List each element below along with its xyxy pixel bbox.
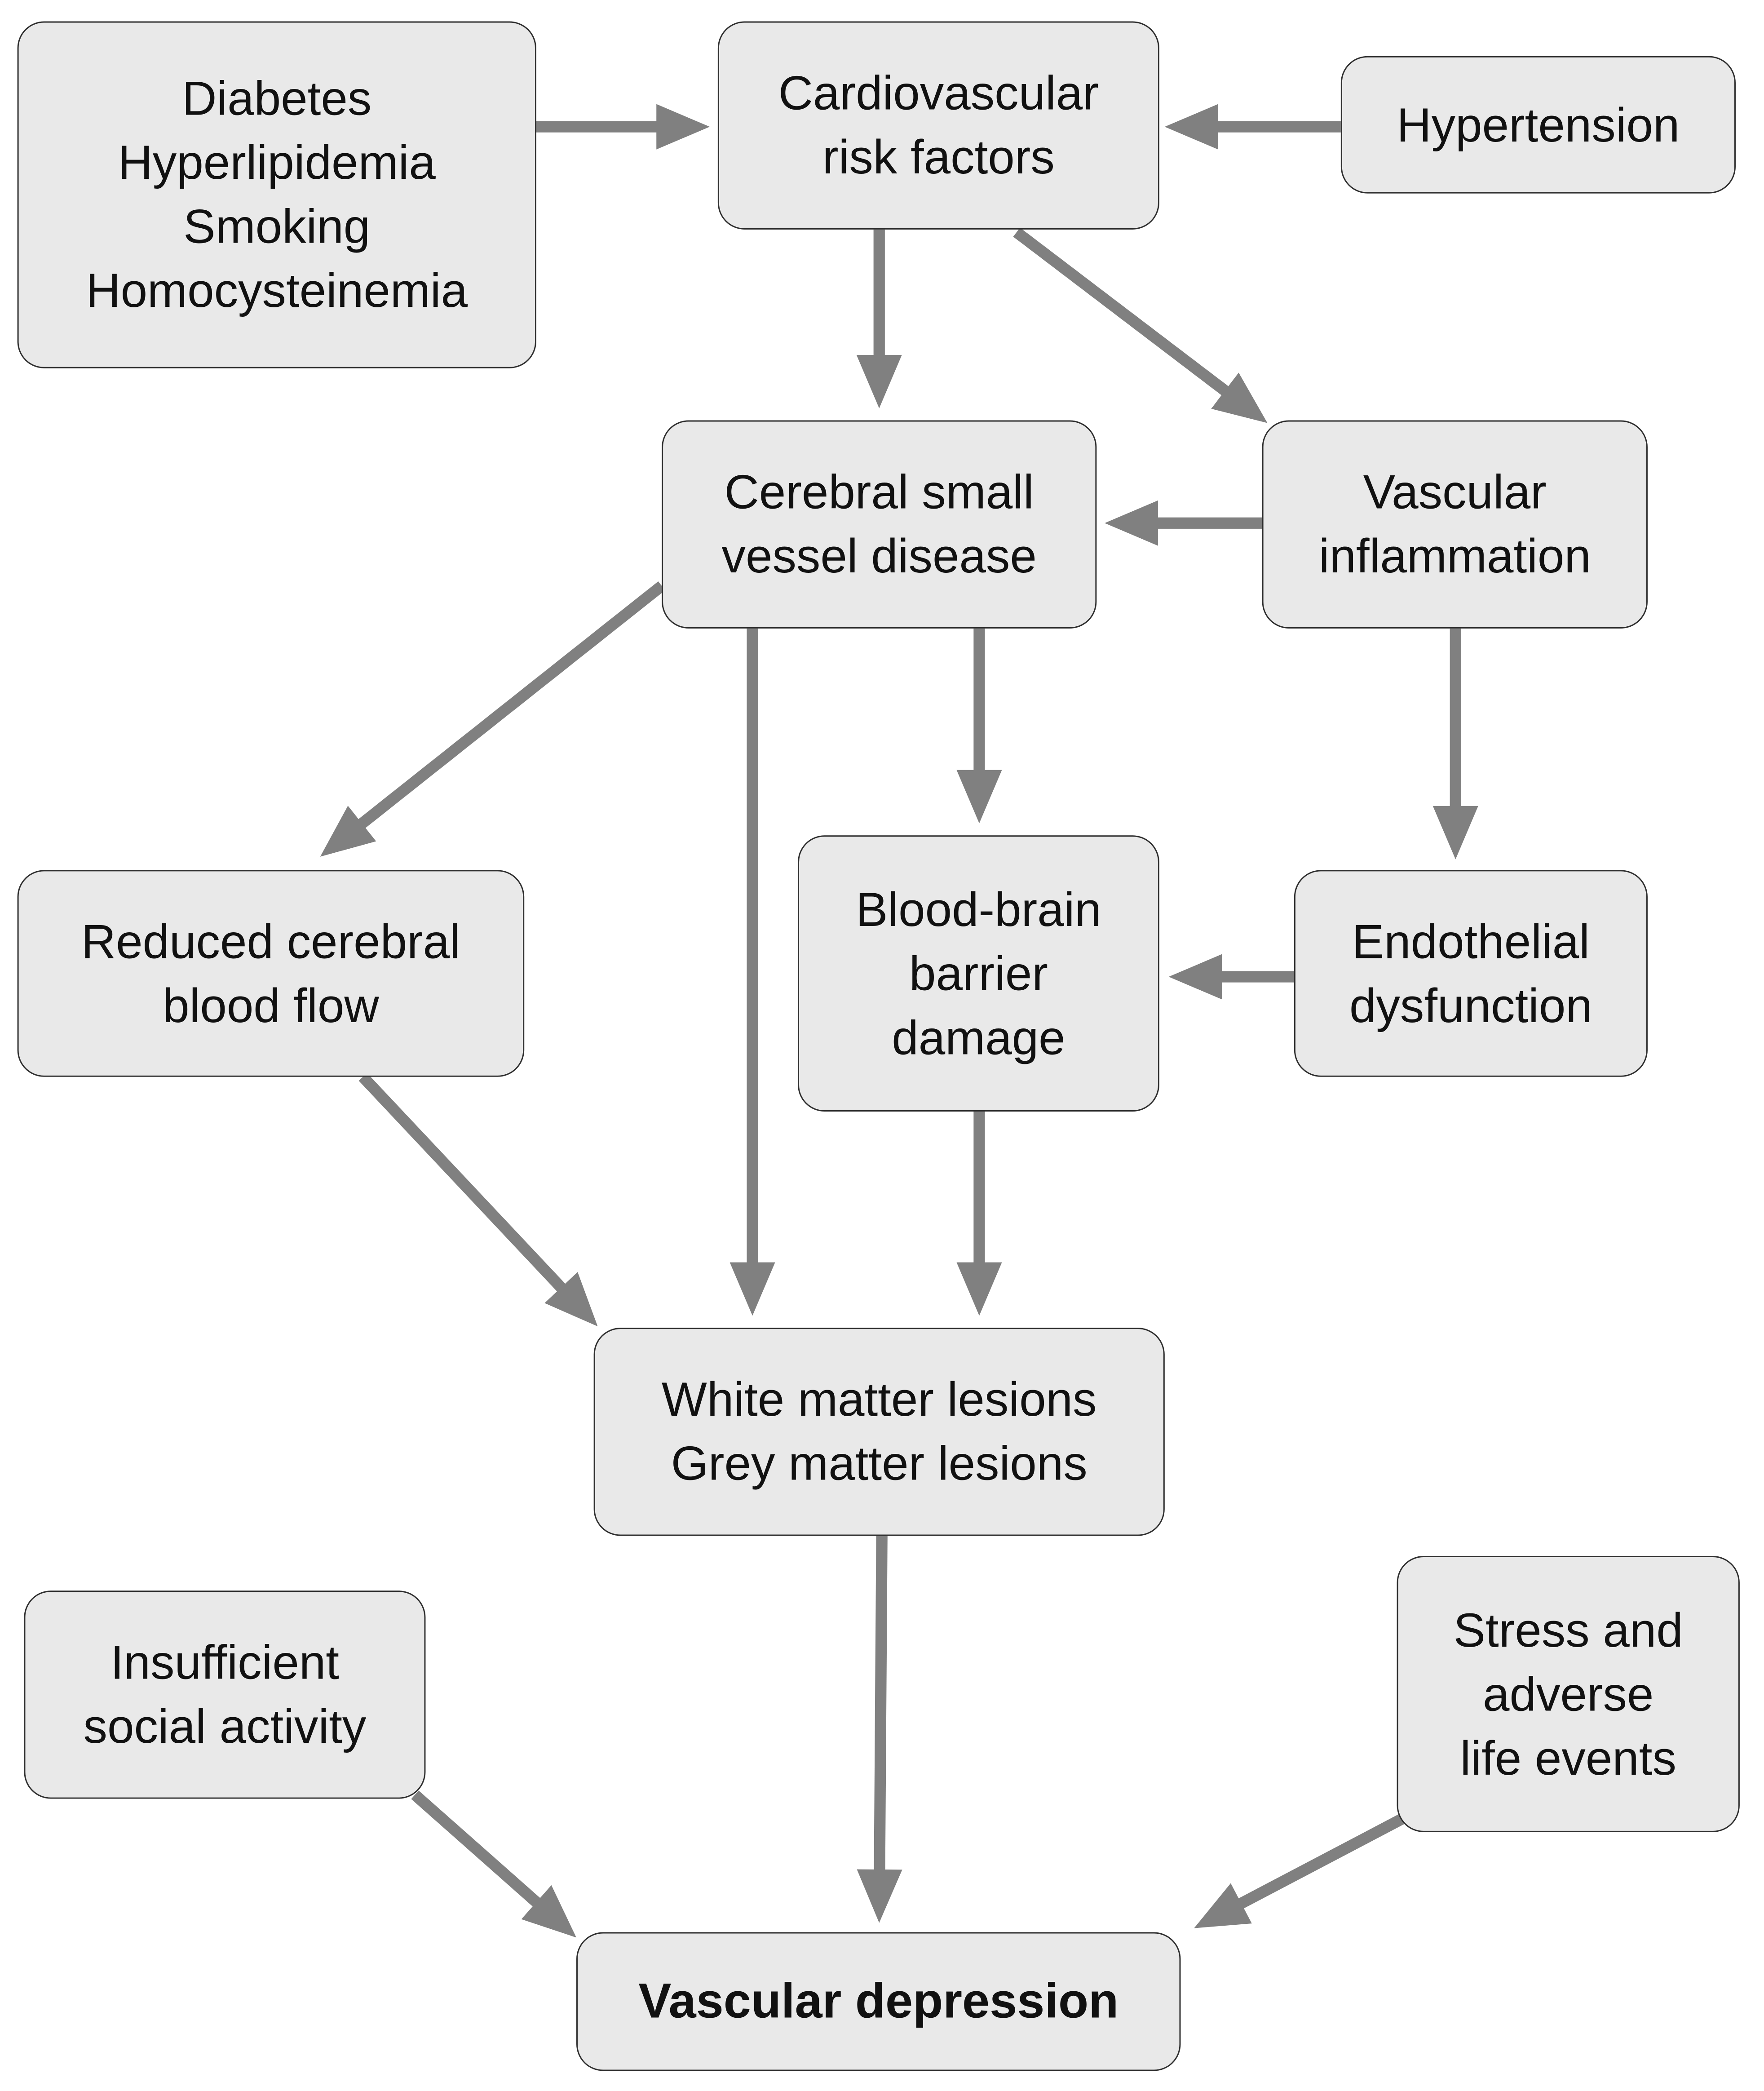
node-line: Endothelial bbox=[1352, 913, 1590, 968]
node-line: Cerebral small bbox=[724, 464, 1034, 519]
node-stress-adverse-life-events: Stress and adverse life events bbox=[1397, 1556, 1740, 1832]
node-line: White matter lesions bbox=[661, 1372, 1097, 1426]
node-hypertension: Hypertension bbox=[1340, 56, 1736, 194]
arrow-head bbox=[521, 1885, 577, 1938]
arrow-head bbox=[856, 355, 902, 408]
node-line: Vascular depression bbox=[638, 1973, 1119, 2029]
arrow-shaft bbox=[411, 1790, 542, 1909]
node-line: blood flow bbox=[163, 977, 379, 1032]
arrow-head bbox=[1105, 500, 1158, 546]
node-risk-list: Diabetes Hyperlipidemia Smoking Homocyst… bbox=[17, 21, 536, 368]
node-insufficient-social-activity: Insufficient social activity bbox=[24, 1590, 426, 1799]
arrow-csvd-to-lesions bbox=[729, 628, 775, 1316]
arrow-reduced-cbf-to-lesions bbox=[358, 1073, 598, 1327]
arrow-endothelial-to-bbb bbox=[1168, 954, 1294, 1000]
arrow-head bbox=[956, 770, 1002, 824]
arrow-cv-risk-to-vasc-inflam bbox=[1013, 227, 1268, 423]
node-line: inflammation bbox=[1318, 528, 1591, 583]
node-line: Blood-brain bbox=[856, 881, 1101, 936]
arrow-cv-risk-to-csvd bbox=[856, 229, 902, 408]
node-matter-lesions: White matter lesions Grey matter lesions bbox=[593, 1328, 1165, 1536]
arrow-head bbox=[729, 1262, 775, 1316]
arrow-risk-list-to-cv-risk bbox=[536, 104, 710, 150]
node-line: vessel disease bbox=[721, 528, 1037, 583]
arrow-shaft bbox=[874, 1536, 888, 1872]
node-line: Smoking bbox=[183, 199, 371, 254]
node-line: Vascular bbox=[1363, 464, 1547, 519]
node-line: adverse bbox=[1483, 1666, 1654, 1721]
arrow-stress-to-vasc-depression bbox=[1194, 1813, 1405, 1928]
arrow-shaft bbox=[1236, 1813, 1405, 1910]
node-line: Homocysteinemia bbox=[86, 263, 468, 318]
node-line: barrier bbox=[909, 945, 1048, 1001]
node-line: Grey matter lesions bbox=[671, 1435, 1088, 1491]
arrow-shaft bbox=[1013, 227, 1231, 397]
node-blood-brain-barrier-damage: Blood-brain barrier damage bbox=[798, 835, 1159, 1112]
arrow-lesions-to-vasc-depression bbox=[857, 1536, 902, 1923]
node-line: Hypertension bbox=[1397, 97, 1680, 152]
arrow-vasc-inflam-to-endothelial bbox=[1432, 628, 1478, 859]
node-line: damage bbox=[892, 1009, 1065, 1064]
node-vascular-depression: Vascular depression bbox=[576, 1932, 1181, 2071]
node-line: Reduced cerebral bbox=[81, 913, 460, 968]
arrow-head bbox=[1194, 1883, 1252, 1928]
node-cardiovascular-risk-factors: Cardiovascular risk factors bbox=[717, 21, 1159, 230]
arrow-head bbox=[320, 806, 376, 857]
node-line: Diabetes bbox=[182, 71, 372, 126]
arrow-shaft bbox=[358, 1073, 567, 1294]
arrow-shaft bbox=[356, 581, 665, 830]
node-line: Stress and bbox=[1453, 1602, 1683, 1657]
arrow-head bbox=[1211, 372, 1268, 423]
node-line: dysfunction bbox=[1349, 977, 1592, 1032]
node-vascular-inflammation: Vascular inflammation bbox=[1262, 420, 1648, 629]
arrow-vasc-inflam-to-csvd bbox=[1105, 500, 1262, 546]
arrow-head bbox=[1168, 954, 1222, 1000]
node-line: life events bbox=[1460, 1730, 1676, 1785]
node-line: Insufficient bbox=[110, 1635, 340, 1690]
arrow-hypertension-to-cv-risk bbox=[1164, 104, 1341, 150]
arrow-bbb-to-lesions bbox=[956, 1112, 1002, 1316]
node-line: social activity bbox=[83, 1698, 367, 1754]
node-line: risk factors bbox=[822, 129, 1055, 184]
arrow-head bbox=[1432, 806, 1478, 859]
node-reduced-cerebral-blood-flow: Reduced cerebral blood flow bbox=[17, 870, 525, 1077]
arrow-head bbox=[544, 1272, 598, 1327]
arrow-head bbox=[857, 1869, 902, 1923]
arrow-head bbox=[1164, 104, 1218, 150]
arrow-csvd-to-reduced-cbf bbox=[320, 581, 665, 857]
arrow-csvd-to-bbb bbox=[956, 628, 1002, 824]
node-endothelial-dysfunction: Endothelial dysfunction bbox=[1294, 870, 1648, 1077]
arrow-social-to-vasc-depression bbox=[411, 1790, 577, 1938]
arrow-head bbox=[956, 1262, 1002, 1316]
arrow-head bbox=[656, 104, 710, 150]
node-line: Hyperlipidemia bbox=[118, 134, 436, 190]
node-line: Cardiovascular bbox=[778, 65, 1099, 120]
node-cerebral-small-vessel-disease: Cerebral small vessel disease bbox=[662, 420, 1097, 629]
